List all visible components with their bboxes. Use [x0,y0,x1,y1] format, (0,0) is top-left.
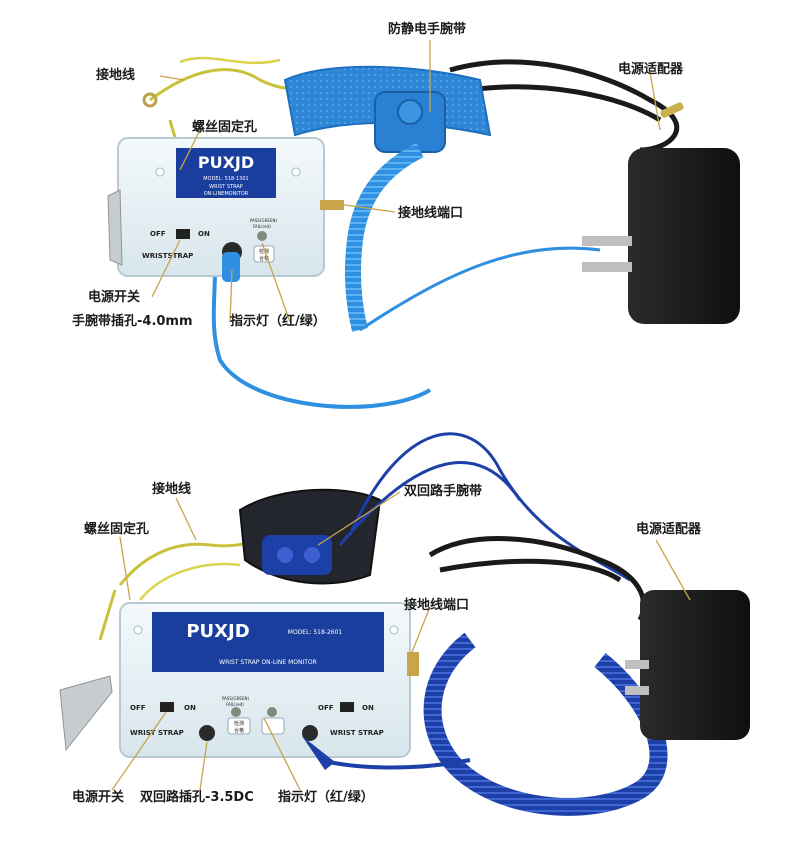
bottom-pass-fail-2: FAIL(red) [226,702,244,707]
bottom-callout-power-switch: 电源开关 [72,790,125,805]
bottom-panel: PUXJD MODEL: 518-2601 WRIST STRAP ON-LIN… [59,432,750,816]
bottom-callout-screw-hole: 螺丝固定孔 [84,522,150,537]
bottom-switch-on-left: ON [184,704,196,712]
top-coiled-cord [344,142,424,332]
top-power-adapter [628,148,740,324]
bottom-callout-indicator: 指示灯（红/绿） [278,790,374,805]
bottom-callout-dual-jack: 双回路插孔-3.5DC [140,790,254,805]
bottom-callout-power-adapter: 电源适配器 [636,522,702,537]
top-callout-power-switch: 电源开关 [88,290,141,305]
top-panel: PUXJD MODEL: 518-1301 WRIST STRAP ON-LIN… [107,40,740,409]
bottom-dual-jack-right [302,725,318,741]
bottom-switch-on-right: ON [362,704,374,712]
top-product-line2: ON-LINEMONITOR [204,191,249,197]
top-callout-indicator: 指示灯（红/绿） [230,314,326,329]
top-pass-fail-2: FAIL(red) [253,224,271,229]
top-callout-power-adapter: 电源适配器 [618,62,684,77]
top-adapter-cord [449,59,680,153]
top-product-line1: WRIST STRAP [209,184,243,190]
top-model: MODEL: 518-1301 [203,176,248,182]
bottom-dual-jack-left [199,725,215,741]
top-indicator-led [257,231,267,241]
top-power-switch [176,229,190,239]
top-jack-label: WRISTSTRAP [142,252,193,260]
bottom-pass-fail-1: PASS(GREEN) [222,696,249,701]
bottom-jack-label-right: WRIST STRAP [330,729,384,737]
bottom-power-switch [160,702,174,712]
bottom-product-line: WRIST STRAP ON-LINE MONITOR [219,659,317,666]
bottom-callout-ground-wire: 接地线 [152,482,192,497]
top-switch-on: ON [198,230,210,238]
top-alligator-clip [107,189,123,266]
bottom-indicator-led-right [267,707,277,717]
bottom-brand: PUXJD [186,621,249,642]
bottom-ok-label: 合格 [234,727,244,734]
bottom-test-label: 检测 [234,720,244,727]
top-callout-wrist-strap: 防静电手腕带 [388,22,467,37]
bottom-model: MODEL: 518-2601 [288,629,343,636]
bottom-alligator-clip [59,675,113,752]
top-switch-off: OFF [150,230,166,238]
bottom-indicator-led-left [231,707,241,717]
top-callout-ground-port: 接地线端口 [398,206,464,221]
bottom-callout-dual-strap: 双回路手腕带 [404,484,483,499]
top-callout-wrist-jack: 手腕带插孔-4.0mm [72,314,193,329]
bottom-switch-off-left: OFF [130,704,146,712]
top-pass-fail-1: PASS(GREEN) [250,218,277,223]
bottom-callout-ground-port: 接地线端口 [404,598,470,613]
top-callout-ground-wire: 接地线 [96,68,136,83]
top-callout-screw-hole: 螺丝固定孔 [192,120,258,135]
bottom-switch-off-right: OFF [318,704,334,712]
bottom-jack-label-left: WRIST STRAP [130,729,184,737]
top-test-label: 检测 [259,248,269,255]
bottom-power-adapter [640,590,750,740]
top-brand: PUXJD [198,153,254,172]
top-ok-label: 合格 [259,255,269,262]
bottom-coiled-cord [423,632,668,816]
